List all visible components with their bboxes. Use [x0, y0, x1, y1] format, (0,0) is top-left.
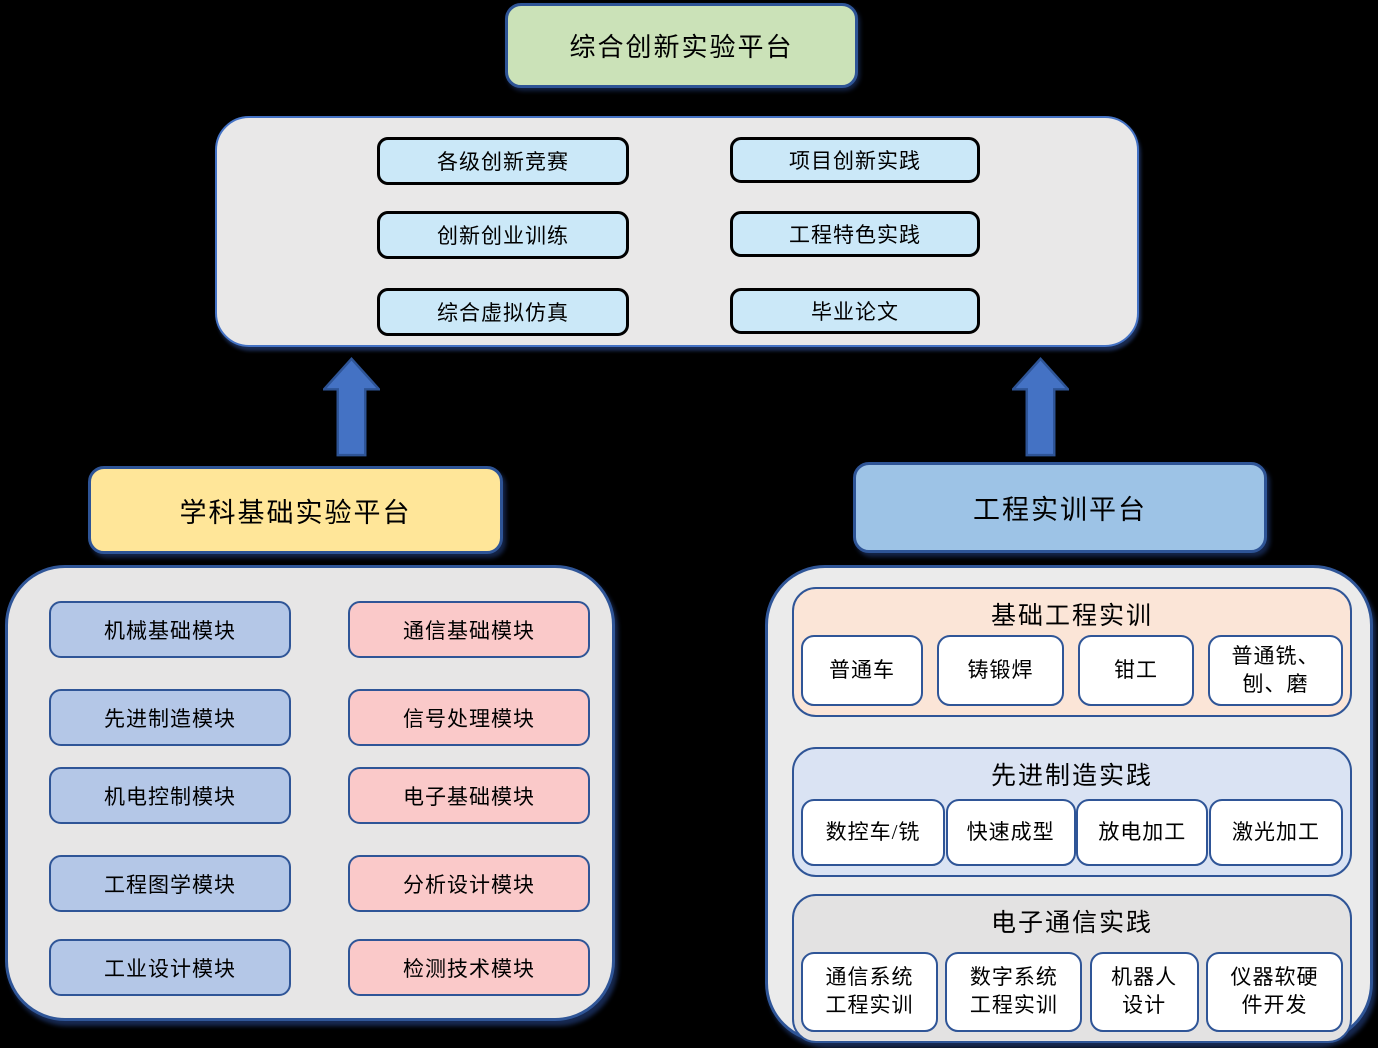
training-item: 放电加工: [1076, 799, 1209, 866]
up-arrow-icon: [1012, 357, 1069, 457]
top-platform-box: 综合创新实验平台: [505, 3, 858, 88]
training-item: 铸锻焊: [937, 635, 1064, 706]
innovation-item: 工程特色实践: [730, 211, 980, 257]
module-item: 工程图学模块: [49, 855, 291, 912]
module-item: 信号处理模块: [348, 689, 590, 746]
training-item: 数字系统 工程实训: [945, 952, 1083, 1032]
innovation-item: 项目创新实践: [730, 137, 980, 183]
training-item: 激光加工: [1208, 799, 1343, 866]
training-platform-box: 工程实训平台: [853, 462, 1267, 553]
training-item: 钳工: [1078, 635, 1194, 706]
discipline-modules-container: 机械基础模块 先进制造模块 机电控制模块 工程图学模块 工业设计模块 通信基础模…: [5, 565, 615, 1021]
training-item: 仪器软硬 件开发: [1205, 952, 1343, 1032]
module-item: 通信基础模块: [348, 601, 590, 658]
innovation-container: 各级创新竞赛 项目创新实践 创新创业训练 工程特色实践 综合虚拟仿真 毕业论文: [215, 116, 1139, 347]
section-title: 先进制造实践: [990, 763, 1153, 790]
innovation-item: 创新创业训练: [377, 211, 629, 259]
module-item: 工业设计模块: [49, 939, 291, 996]
section-items: 普通车 铸锻焊 钳工 普通铣、 刨、磨: [801, 635, 1343, 706]
training-sections-container: 基础工程实训 普通车 铸锻焊 钳工 普通铣、 刨、磨 先进制造实践 数控车/铣 …: [765, 565, 1373, 1043]
section-items: 通信系统 工程实训 数字系统 工程实训 机器人 设计 仪器软硬 件开发: [801, 952, 1343, 1032]
section-title: 基础工程实训: [990, 603, 1153, 630]
module-item: 检测技术模块: [348, 939, 590, 996]
innovation-item: 毕业论文: [730, 288, 980, 334]
module-item: 电子基础模块: [348, 767, 590, 824]
section-advanced-manufacturing-practice: 先进制造实践 数控车/铣 快速成型 放电加工 激光加工: [792, 747, 1352, 877]
section-items: 数控车/铣 快速成型 放电加工 激光加工: [801, 799, 1343, 866]
section-title: 电子通信实践: [990, 910, 1153, 937]
training-platform-title: 工程实训平台: [973, 495, 1147, 525]
module-item: 机电控制模块: [49, 767, 291, 824]
top-platform-title: 综合创新实验平台: [569, 33, 794, 62]
training-item: 普通铣、 刨、磨: [1208, 635, 1343, 706]
innovation-item: 综合虚拟仿真: [377, 288, 629, 336]
discipline-platform-title: 学科基础实验平台: [179, 497, 412, 528]
module-item: 机械基础模块: [49, 601, 291, 658]
innovation-item: 各级创新竞赛: [377, 137, 629, 185]
training-item: 普通车: [801, 635, 923, 706]
training-item: 通信系统 工程实训: [801, 952, 938, 1032]
module-item: 分析设计模块: [348, 855, 590, 912]
training-item: 快速成型: [945, 799, 1076, 866]
training-item: 数控车/铣: [801, 799, 945, 866]
discipline-platform-box: 学科基础实验平台: [88, 466, 503, 554]
up-arrow-icon: [323, 357, 380, 457]
module-item: 先进制造模块: [49, 689, 291, 746]
training-item: 机器人 设计: [1089, 952, 1199, 1032]
section-electronic-communication-practice: 电子通信实践 通信系统 工程实训 数字系统 工程实训 机器人 设计 仪器软硬 件…: [792, 894, 1352, 1043]
section-basic-engineering-training: 基础工程实训 普通车 铸锻焊 钳工 普通铣、 刨、磨: [792, 587, 1352, 717]
